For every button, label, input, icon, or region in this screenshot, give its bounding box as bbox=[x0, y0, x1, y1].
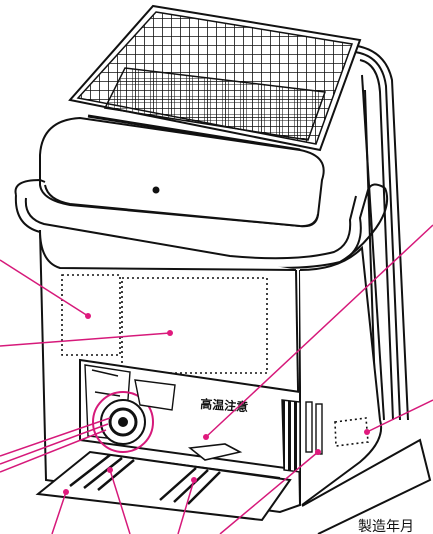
upper-housing bbox=[39, 116, 325, 228]
leader-lines bbox=[0, 224, 433, 534]
base-tray bbox=[35, 438, 432, 534]
top-wire-grill bbox=[68, 4, 362, 152]
label-areas bbox=[61, 274, 369, 447]
callout-dots bbox=[63, 313, 370, 495]
rear-wire-guard bbox=[349, 44, 409, 421]
burner-compartment bbox=[79, 358, 323, 479]
manufacture-date-label: 製造年月 bbox=[358, 519, 414, 534]
carry-handle bbox=[14, 178, 389, 269]
panel-label: 高温注意 bbox=[200, 396, 249, 414]
